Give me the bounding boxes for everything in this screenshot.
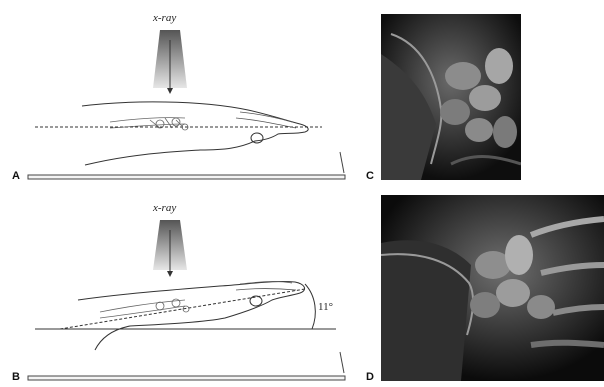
angle-label-b: 11° — [318, 301, 333, 313]
xray-label-b: x-ray — [153, 202, 176, 214]
panel-label-c: C — [366, 170, 374, 182]
xray-label-a: x-ray — [153, 12, 176, 24]
panel-label-d: D — [366, 371, 374, 383]
panel-label-a: A — [12, 170, 20, 182]
radiograph-d — [381, 195, 604, 381]
tabletop-b — [28, 376, 345, 380]
panel-label-b: B — [12, 371, 20, 383]
panel-b-drawing — [0, 0, 370, 387]
angle-arc-b — [305, 284, 315, 329]
radiograph-c — [381, 14, 521, 180]
forearm-outline-b — [78, 281, 305, 350]
